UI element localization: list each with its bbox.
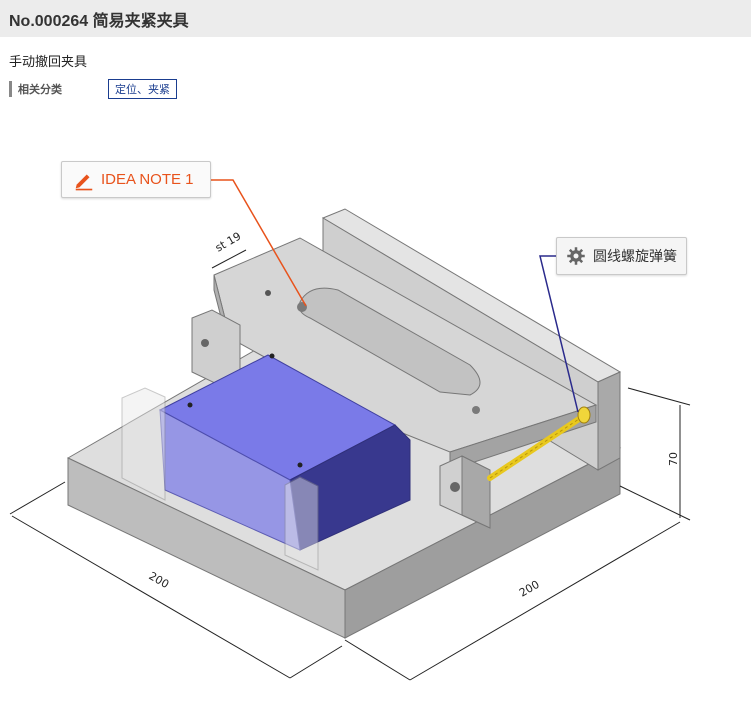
description: 手动撤回夹具 [9,54,88,69]
category-label: 相关分类 [18,84,62,96]
workpiece [158,353,411,551]
coil-spring [487,406,591,481]
part-leader [539,255,579,413]
dimension-lines [9,249,691,681]
dimension-width-left: 200 [147,569,172,591]
idea-note-label: IDEA NOTE 1 [101,171,194,188]
coil-spring-part-button[interactable]: 圆线螺旋弹簧 [556,237,687,275]
category-marker [9,81,12,97]
gear-icon [567,247,585,265]
idea-note-leader [211,179,307,307]
pencil-icon [75,174,93,190]
transparent-pads [121,387,319,571]
category-tag-link[interactable]: 定位、夹紧 [108,79,177,99]
dimension-height: 70 [667,452,680,466]
dimension-stroke: st 19 [213,230,243,255]
title-bar: No.000264 简易夹紧夹具 [0,0,751,37]
coil-spring-label: 圆线螺旋弹簧 [593,248,677,264]
left-support [191,309,241,396]
dimension-width-right: 200 [517,578,542,600]
right-support [439,455,491,529]
category-row: 相关分类 定位、夹紧 [9,79,177,99]
idea-note-button[interactable]: IDEA NOTE 1 [61,161,211,198]
clamp-plate [213,237,598,471]
page-title: No.000264 简易夹紧夹具 [9,12,189,30]
